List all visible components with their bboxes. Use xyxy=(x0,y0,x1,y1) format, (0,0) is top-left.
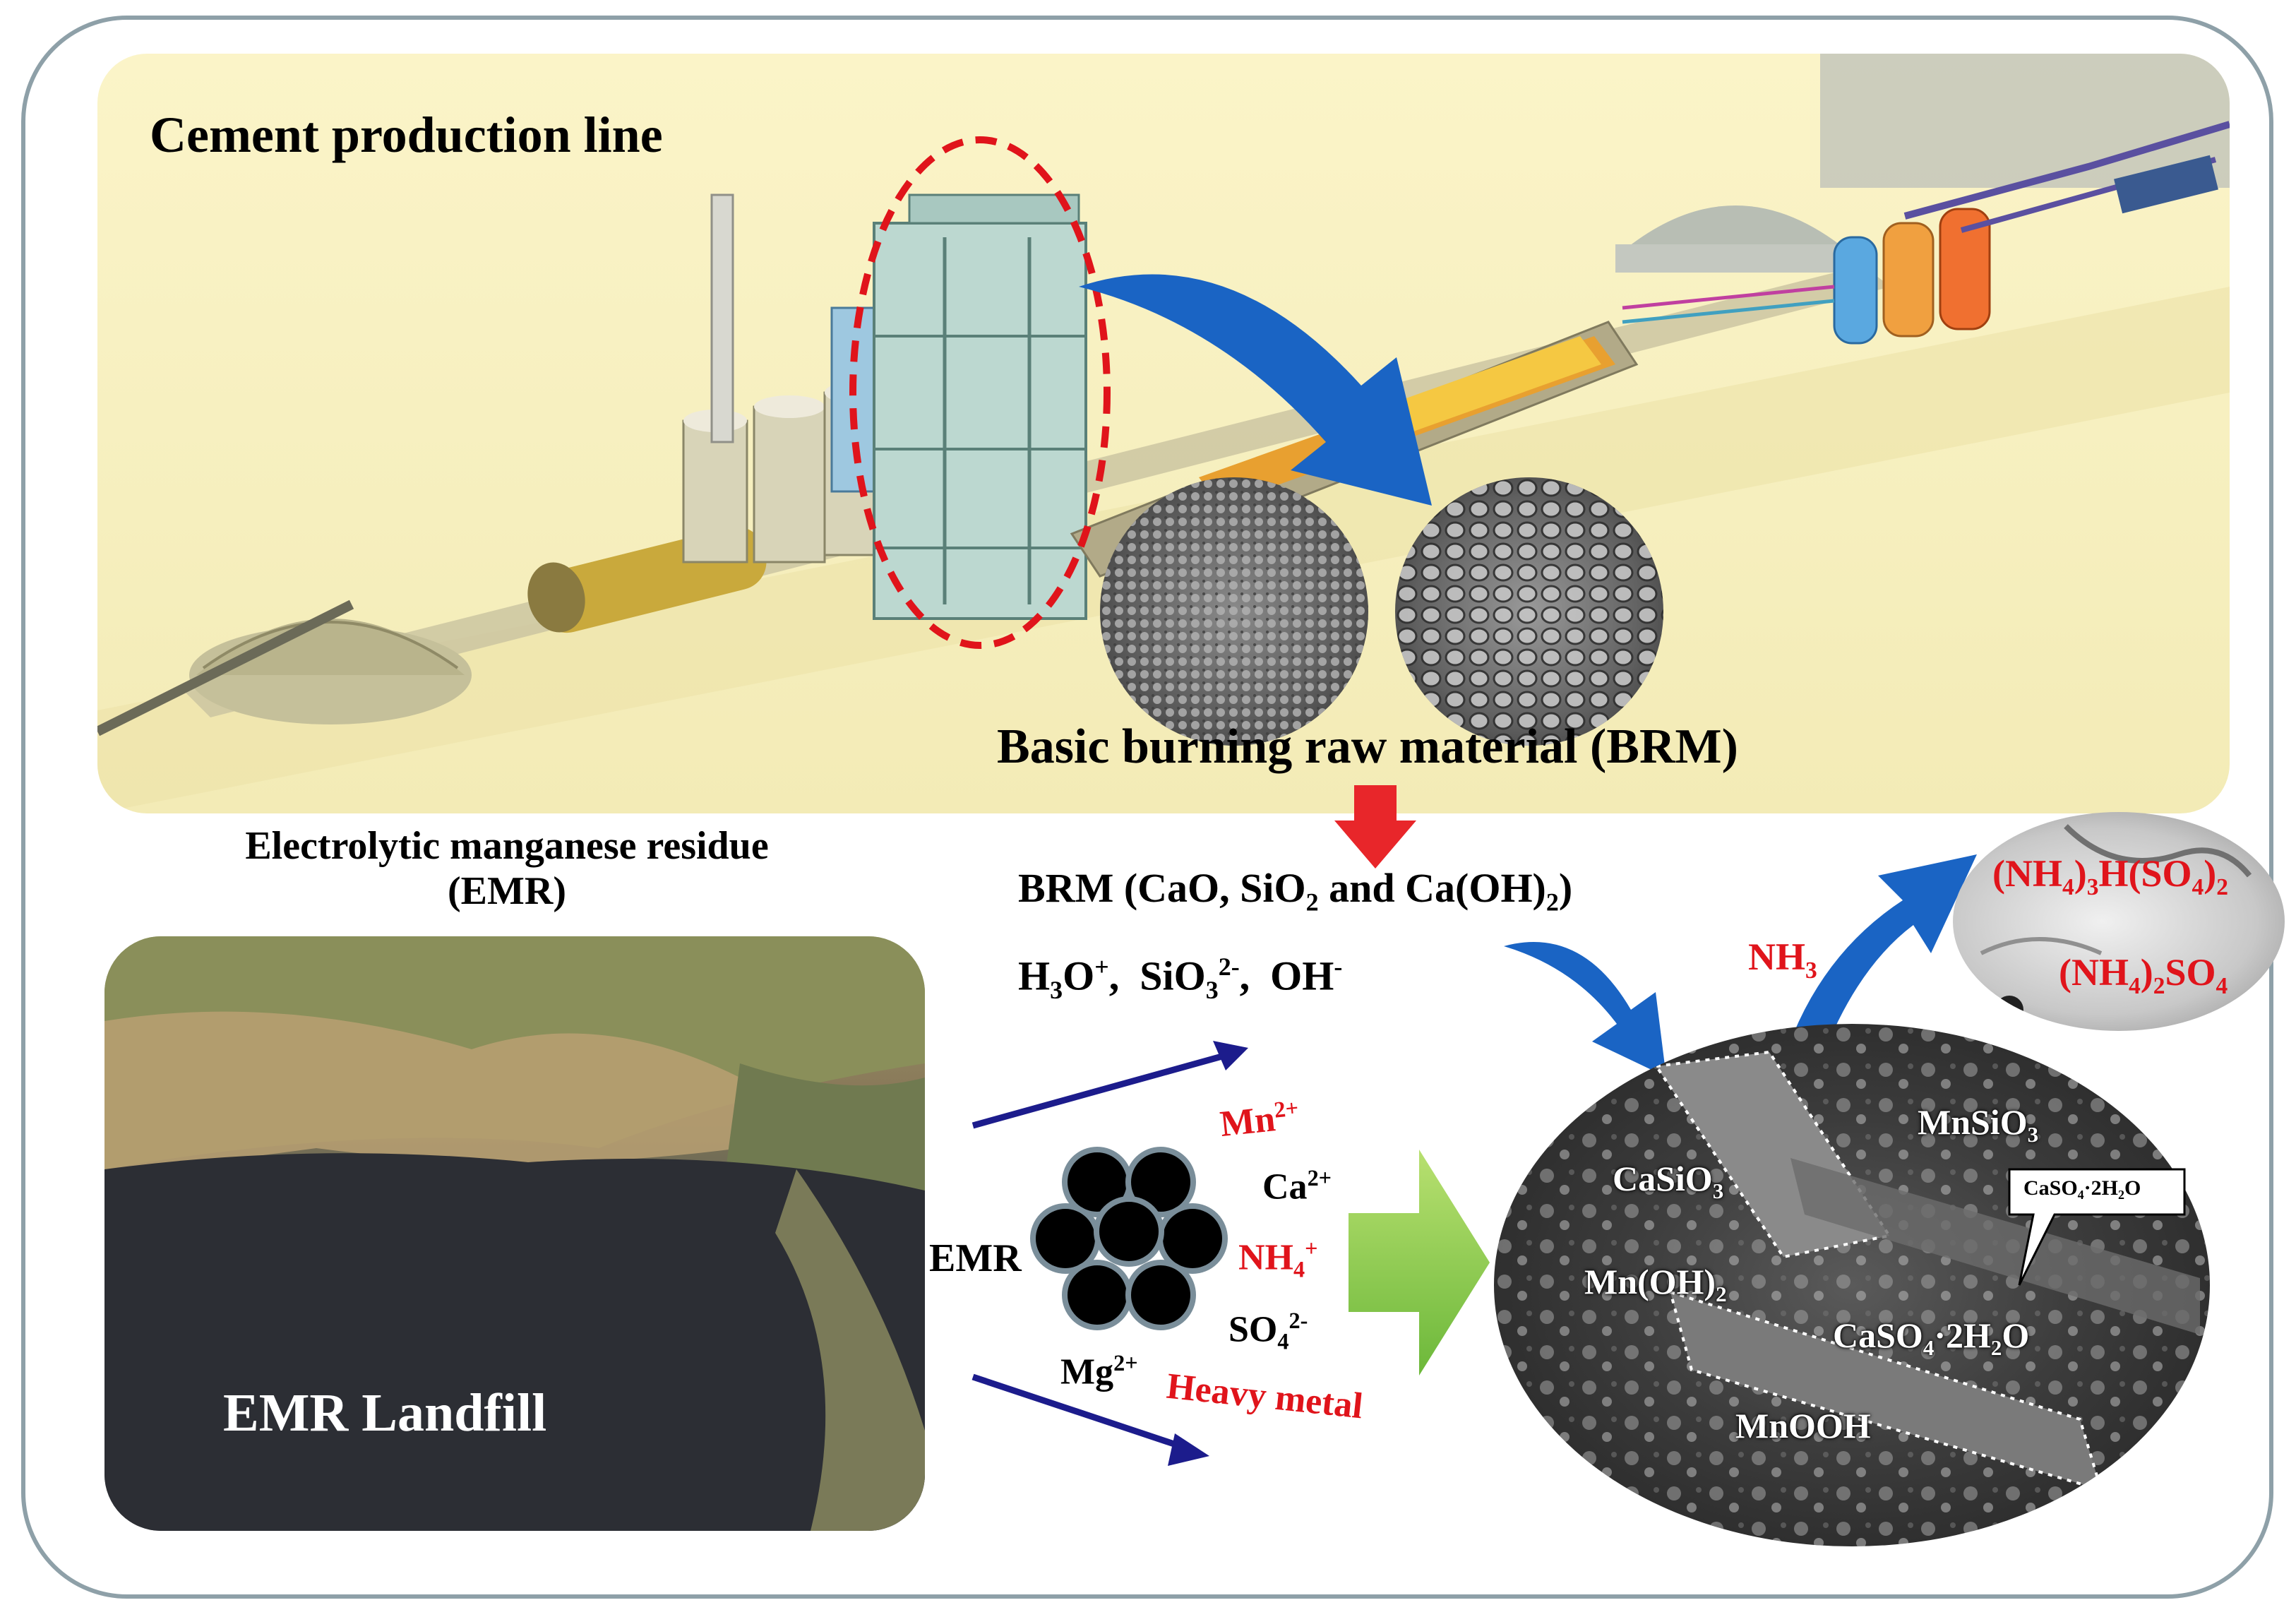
salt2-b-sub: 2 xyxy=(2153,972,2165,999)
emr-particle-label: EMR xyxy=(929,1236,1022,1280)
ion-sep2: , xyxy=(1239,953,1271,999)
blue-curved-arrow-to-brm xyxy=(1079,274,1432,506)
caso4-c: O xyxy=(2002,1315,2030,1355)
ion-sio-sup: 2- xyxy=(1218,953,1240,981)
brm-formula-sub2: 2 xyxy=(1545,888,1559,917)
salt2-c-sub: 4 xyxy=(2216,972,2228,999)
mg-ion-base: Mg xyxy=(1060,1352,1114,1392)
ammonium-salts-image xyxy=(1953,812,2285,1031)
brm-formula-suffix: ) xyxy=(1558,865,1573,911)
salt1-d: ) xyxy=(2204,852,2217,895)
salt2-c: SO xyxy=(2165,951,2216,994)
sem-label-mnoh2: Mn(OH)2 xyxy=(1584,1261,1727,1307)
mnoh2-sub: 2 xyxy=(1716,1282,1727,1306)
salt1-c: H(SO xyxy=(2098,852,2192,895)
nh4-ion: NH4+ xyxy=(1238,1236,1318,1283)
brm-formula-sub1: 2 xyxy=(1305,888,1319,917)
ca-ion: Ca2+ xyxy=(1262,1165,1332,1207)
mg-ion: Mg2+ xyxy=(1060,1350,1138,1392)
caso4-a: CaSO xyxy=(1833,1315,1923,1355)
nh3-label: NH3 xyxy=(1748,935,1817,984)
salt1-b-sub: 3 xyxy=(2086,873,2099,900)
emr-title-line2: (EMR) xyxy=(448,869,566,913)
green-process-arrow xyxy=(1349,1150,1490,1376)
cement-plant-panel xyxy=(97,54,2230,813)
emr-title-line1: Electrolytic manganese residue xyxy=(245,824,769,868)
emr-title: Electrolytic manganese residue (EMR) xyxy=(189,823,825,914)
so4-ion-sup: 2- xyxy=(1288,1308,1308,1333)
so4-ion-base: SO xyxy=(1228,1309,1278,1350)
nh3-base: NH xyxy=(1748,936,1805,978)
mn-ion-base: Mn xyxy=(1218,1099,1277,1145)
nh4-ion-sup: + xyxy=(1305,1236,1318,1261)
sem-label-mnooh: MnOOH xyxy=(1735,1406,1871,1445)
ammonium-salt-1: (NH4)3H(SO4)2 xyxy=(1992,852,2228,901)
ion-h-sub: 3 xyxy=(1050,975,1063,1004)
salt1-b: ) xyxy=(2074,852,2087,895)
emr-particle-cluster xyxy=(1030,1147,1228,1330)
navy-arrow-down xyxy=(971,1373,1209,1466)
ion-oh: OH xyxy=(1270,953,1334,999)
ca-ion-base: Ca xyxy=(1262,1166,1308,1207)
callout-bubble xyxy=(2008,1168,2186,1286)
cement-production-title: Cement production line xyxy=(150,107,663,163)
ion-sep1: , xyxy=(1108,953,1140,999)
nh3-sub: 3 xyxy=(1805,957,1817,984)
ion-h: H xyxy=(1018,953,1051,999)
ion-h-rest: O xyxy=(1063,953,1095,999)
preheater-highlight-ellipse xyxy=(849,136,1111,649)
product-sem-image xyxy=(1494,1024,2210,1546)
ion-sio: SiO xyxy=(1140,953,1206,999)
brm-caption: Basic burning raw material (BRM) xyxy=(997,720,1738,774)
sem-label-mnsio3: MnSiO3 xyxy=(1918,1102,2038,1147)
mnsio3-sub: 3 xyxy=(2027,1122,2039,1147)
salt1-d-sub: 2 xyxy=(2216,873,2228,900)
nh4-ion-base: NH xyxy=(1238,1237,1293,1278)
casio3-sub: 3 xyxy=(1712,1179,1724,1203)
ion-oh-sup: - xyxy=(1334,953,1343,981)
emr-landfill-label: EMR Landfill xyxy=(223,1383,547,1443)
mnoh2-base: Mn(OH) xyxy=(1584,1262,1716,1301)
brm-ions: H3O+, SiO32-, OH- xyxy=(1018,952,1342,1005)
caso4-b: ·2H xyxy=(1934,1315,1991,1355)
caso4-a-sub: 4 xyxy=(1923,1335,1935,1360)
red-down-arrow xyxy=(1334,785,1416,869)
casio3-base: CaSiO xyxy=(1613,1159,1713,1198)
sem-label-casio3: CaSiO3 xyxy=(1613,1158,1723,1204)
salt1-a-sub: 4 xyxy=(2062,873,2074,900)
brm-formula-prefix: BRM (CaO, SiO xyxy=(1018,865,1306,911)
caso4-b-sub: 2 xyxy=(1990,1335,2002,1360)
sem-label-caso4: CaSO4·2H2O xyxy=(1833,1315,2029,1361)
ion-sio-sub: 3 xyxy=(1205,975,1219,1004)
salt1-c-sub: 4 xyxy=(2192,873,2204,900)
salt1-a: (NH xyxy=(1992,852,2062,895)
nh4-ion-sub: 4 xyxy=(1293,1256,1305,1282)
brm-sem-image-2 xyxy=(1395,477,1663,746)
salt2-b: ) xyxy=(2140,951,2153,994)
so4-ion-sub: 4 xyxy=(1277,1328,1289,1354)
blue-arrow-to-ammonium xyxy=(1786,854,1977,1059)
emr-landfill-photo xyxy=(104,936,925,1531)
ammonium-salt-2: (NH4)2SO4 xyxy=(2059,950,2228,1000)
ca-ion-sup: 2+ xyxy=(1307,1165,1332,1191)
mn-ion-sup: 2+ xyxy=(1272,1094,1300,1123)
brm-sem-image-1 xyxy=(1100,477,1368,746)
navy-arrow-up xyxy=(971,1041,1248,1129)
brm-formula-mid: and Ca(OH) xyxy=(1318,865,1546,911)
salt2-a-sub: 4 xyxy=(2128,972,2141,999)
brm-composition: BRM (CaO, SiO2 and Ca(OH)2) xyxy=(1018,864,1572,917)
mnsio3-base: MnSiO xyxy=(1918,1102,2028,1142)
mg-ion-sup: 2+ xyxy=(1113,1350,1138,1376)
mn-ion: Mn2+ xyxy=(1218,1094,1301,1145)
callout-text: CaSO₄·2H₂O xyxy=(2023,1176,2141,1200)
so4-ion: SO42- xyxy=(1228,1308,1308,1355)
ion-h-sup: + xyxy=(1094,953,1109,981)
salt2-a: (NH xyxy=(2059,951,2129,994)
